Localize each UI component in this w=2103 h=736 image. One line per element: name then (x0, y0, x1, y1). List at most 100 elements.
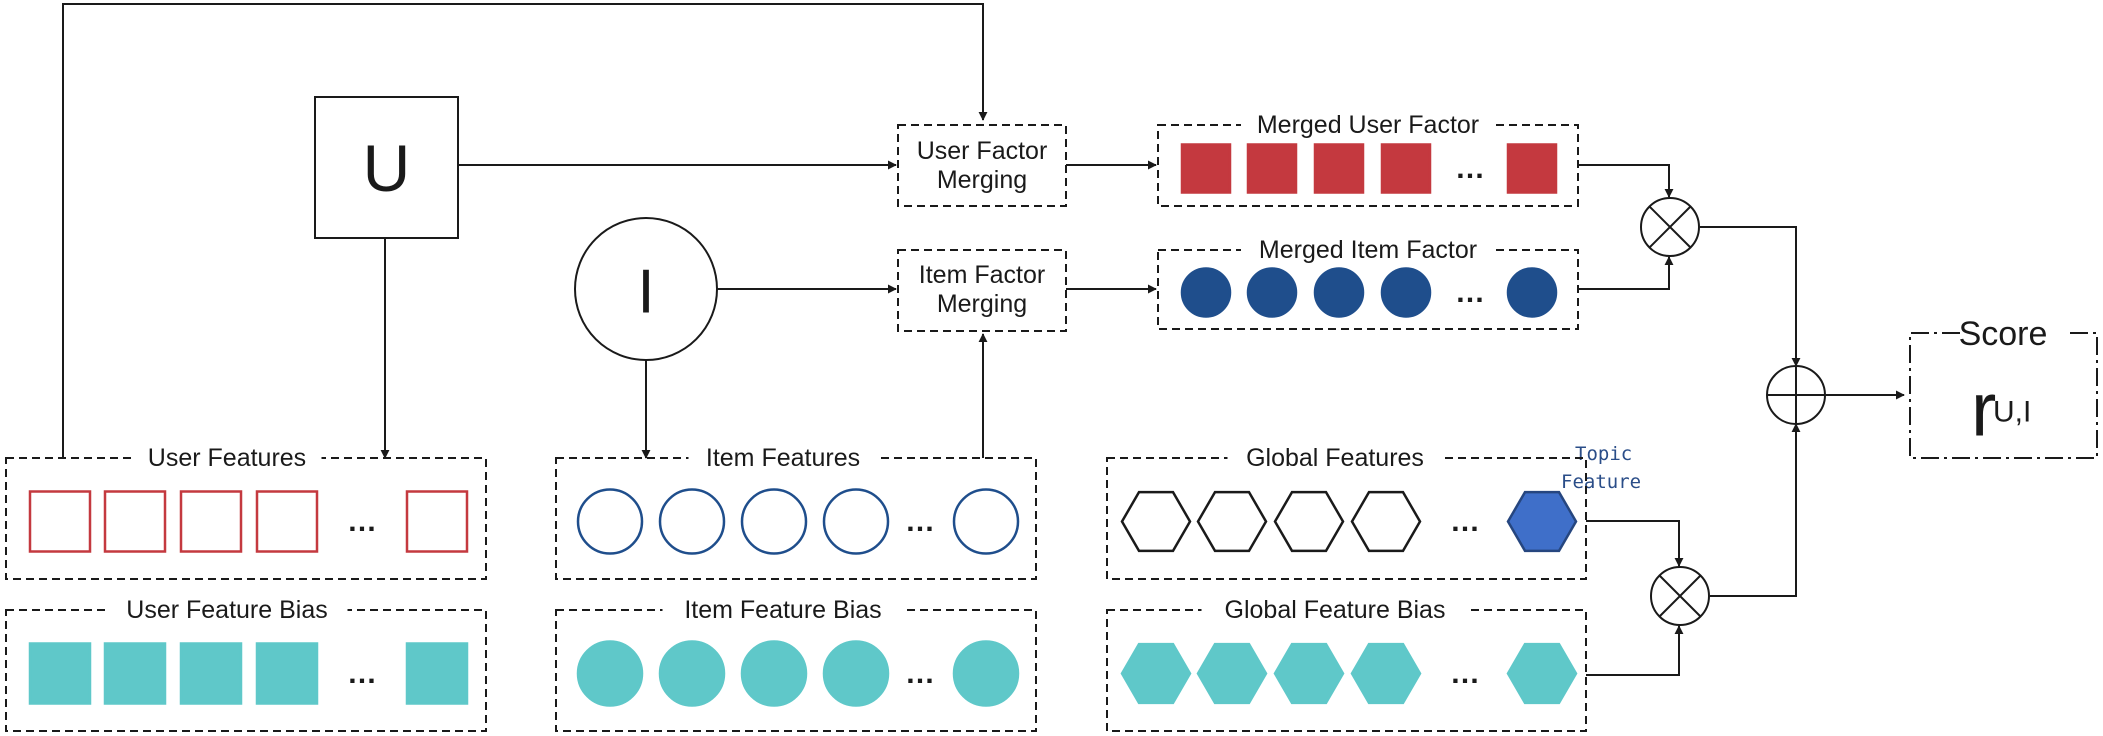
item-features-element (740, 488, 808, 555)
user-features-group: User Features … (5, 444, 487, 580)
multiply-operator-bottom (1650, 566, 1710, 626)
user-feature-bias-element (28, 642, 92, 705)
score-box: Score r U,I (1909, 315, 2098, 459)
user-feature-bias-label: User Feature Bias (126, 596, 327, 624)
merged-item-factor-element (1313, 267, 1365, 318)
score-symbol: r (1971, 368, 1996, 453)
item-features-label: Item Features (706, 444, 860, 472)
item-features-element (952, 488, 1020, 555)
user-feature-bias-element (103, 642, 167, 705)
user-features-element (179, 490, 243, 553)
multiply-top-to-add-arrow (1700, 226, 1801, 367)
user-feature-bias-ellipsis: … (347, 657, 377, 690)
item-merging-label-line1: Item Factor (919, 261, 1045, 289)
merged-item-factor-element (1246, 267, 1298, 318)
item-feature-bias-group: Item Feature Bias … (555, 596, 1037, 732)
merged-user-factor-label: Merged User Factor (1257, 111, 1479, 139)
item-node-label: I (637, 258, 654, 327)
user-features-element (255, 490, 319, 553)
item-features-group: Item Features … (555, 444, 1037, 580)
item-feature-bias-ellipsis: … (905, 657, 935, 690)
global-features-label-bg (1227, 444, 1443, 472)
topic-feature-to-multiply-arrow (1586, 520, 1684, 567)
global-feature-bias-element (1350, 642, 1422, 705)
global-feature-bias-element (1120, 642, 1192, 705)
item-feature-bias-element (658, 640, 726, 707)
merged-user-factor-group: Merged User Factor … (1157, 111, 1579, 207)
item-features-element (658, 488, 726, 555)
merged-user-factor-ellipsis: … (1455, 152, 1485, 185)
global-feature-bias-group: Global Feature Bias … (1106, 596, 1587, 732)
user-features-label-bg (132, 444, 322, 472)
global-feature-bias-ellipsis: … (1450, 657, 1480, 690)
merged-user-factor-element (1313, 143, 1365, 194)
item-merging-label-line2: Merging (937, 290, 1027, 318)
user-features-ellipsis: … (347, 505, 377, 538)
user-factor-merging-box: User Factor Merging (897, 124, 1067, 207)
merged-item-factor-label-bg (1241, 236, 1495, 264)
item-factor-merging-box: Item Factor Merging (897, 249, 1067, 332)
user-features-to-user-merging-arrow (62, 3, 988, 458)
merged-item-to-multiply-arrow (1578, 256, 1674, 290)
global-feature-bias-element (1273, 642, 1345, 705)
merged-user-factor-element (1380, 143, 1432, 194)
user-features-label: User Features (148, 444, 306, 472)
global-features-label: Global Features (1246, 444, 1424, 472)
global-bias-to-multiply-arrow (1586, 625, 1684, 676)
user-merging-label-line1: User Factor (917, 137, 1048, 165)
merged-item-factor-label: Merged Item Factor (1259, 236, 1477, 264)
user-merging-label-line2: Merging (937, 166, 1027, 194)
item-features-ellipsis: … (905, 505, 935, 538)
global-features-element (1120, 490, 1192, 553)
item-feature-bias-element (576, 640, 644, 707)
user-features-element (405, 490, 469, 553)
global-feature-bias-label: Global Feature Bias (1225, 596, 1446, 624)
user-node: U (314, 96, 459, 239)
merged-user-factor-element (1180, 143, 1232, 194)
merged-item-factor-element (1506, 267, 1558, 318)
merged-item-factor-ellipsis: … (1455, 276, 1485, 309)
user-feature-bias-group: User Feature Bias … (5, 596, 487, 732)
global-features-element (1273, 490, 1345, 553)
item-features-label-bg (688, 444, 878, 472)
user-feature-bias-element (255, 642, 319, 705)
score-subscript: U,I (1993, 396, 2031, 429)
user-features-element (28, 490, 92, 553)
user-feature-bias-label-bg (106, 596, 348, 624)
merged-user-factor-label-bg (1241, 111, 1495, 139)
user-node-label: U (363, 131, 411, 205)
item-feature-bias-element (952, 640, 1020, 707)
item-features-element (576, 488, 644, 555)
global-feature-bias-label-bg (1201, 596, 1469, 624)
user-feature-bias-element (405, 642, 469, 705)
global-feature-bias-element (1506, 642, 1578, 705)
global-features-group: Global Features … (1106, 444, 1587, 580)
item-feature-bias-label: Item Feature Bias (684, 596, 881, 624)
multiply-bottom-to-add-arrow (1710, 423, 1801, 597)
item-feature-bias-element (822, 640, 890, 707)
global-feature-bias-element (1196, 642, 1268, 705)
topic-feature-hexagon (1506, 490, 1578, 553)
user-feature-bias-element (179, 642, 243, 705)
item-node: I (574, 217, 718, 361)
score-label: Score (1959, 315, 2048, 353)
item-features-element (822, 488, 890, 555)
topic-feature-label-line1: Topic (1575, 443, 1632, 465)
multiply-operator-top (1640, 197, 1700, 257)
user-features-element (103, 490, 167, 553)
merged-item-factor-element (1380, 267, 1432, 318)
merged-user-to-multiply-arrow (1578, 164, 1674, 198)
global-features-element (1350, 490, 1422, 553)
global-features-element (1196, 490, 1268, 553)
global-features-ellipsis: … (1450, 505, 1480, 538)
merged-user-factor-element (1506, 143, 1558, 194)
topic-feature-label-line2: Feature (1561, 471, 1641, 493)
add-operator (1766, 365, 1826, 425)
merged-item-factor-group: Merged Item Factor … (1157, 236, 1579, 330)
merged-user-factor-element (1246, 143, 1298, 194)
item-feature-bias-label-bg (662, 596, 904, 624)
feature-groups: Merged User Factor…Merged Item Factor…Us… (5, 111, 1587, 732)
merged-item-factor-element (1180, 267, 1232, 318)
item-feature-bias-element (740, 640, 808, 707)
